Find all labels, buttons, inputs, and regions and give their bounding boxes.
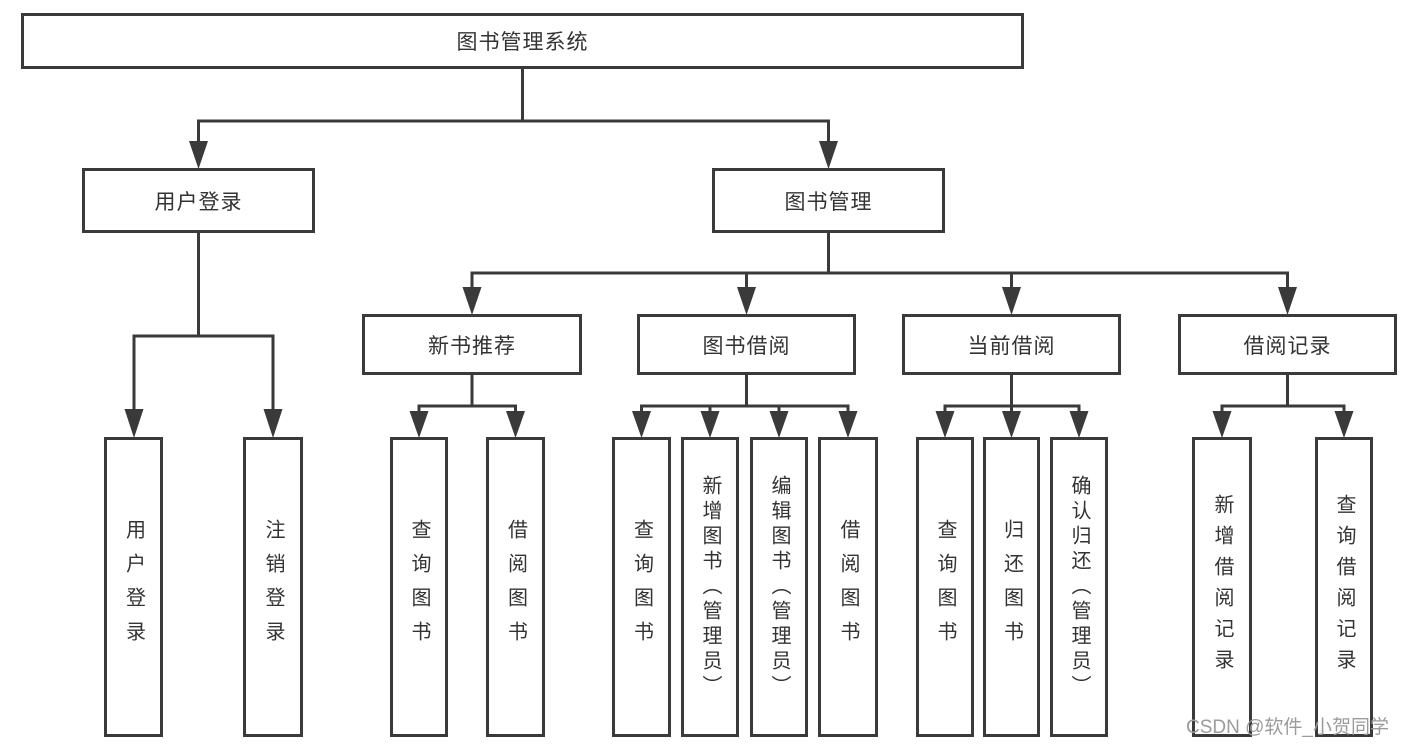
node-borrow-records: 借阅记录: [1178, 314, 1397, 375]
leaf-borrow-books-recommend: 借阅图书: [486, 437, 545, 737]
node-current-borrow: 当前借阅: [902, 314, 1121, 375]
node-root-library-management-system: 图书管理系统: [21, 13, 1024, 69]
leaf-query-books-recommend: 查询图书: [390, 437, 448, 737]
leaf-confirm-return-admin: 确认归还（管理员）: [1050, 437, 1108, 737]
leaf-add-book-admin: 新增图书（管理员）: [681, 437, 739, 737]
leaf-query-borrow-record: 查询借阅记录: [1315, 437, 1373, 737]
connector-current-to-leaves: [943, 374, 1081, 412]
csdn-watermark: CSDN @软件_小贺同学: [1186, 717, 1389, 738]
leaf-user-login: 用户登录: [104, 437, 163, 737]
leaf-add-borrow-record: 新增借阅记录: [1192, 437, 1252, 737]
leaf-query-books-borrow: 查询图书: [612, 437, 671, 737]
connector-root-to-level2: [197, 68, 830, 142]
leaf-return-books: 归还图书: [983, 437, 1040, 737]
connector-recommend-to-leaves: [417, 374, 517, 412]
leaf-borrow-books: 借阅图书: [818, 437, 878, 737]
leaf-query-books-current: 查询图书: [916, 437, 974, 737]
node-user-login: 用户登录: [82, 168, 315, 233]
node-book-management: 图书管理: [712, 168, 945, 233]
leaf-logout: 注销登录: [243, 437, 303, 737]
node-new-book-recommend: 新书推荐: [362, 314, 582, 375]
connector-records-to-leaves: [1220, 374, 1346, 412]
connector-borrow-to-leaves: [640, 374, 850, 412]
arrowheads: [124, 141, 1354, 438]
leaf-edit-book-admin: 编辑图书（管理员）: [750, 437, 808, 737]
connector-bookmgmt-to-level3: [470, 232, 1289, 288]
node-book-borrow: 图书借阅: [637, 314, 856, 375]
connector-userlogin-to-leaves: [132, 232, 275, 410]
